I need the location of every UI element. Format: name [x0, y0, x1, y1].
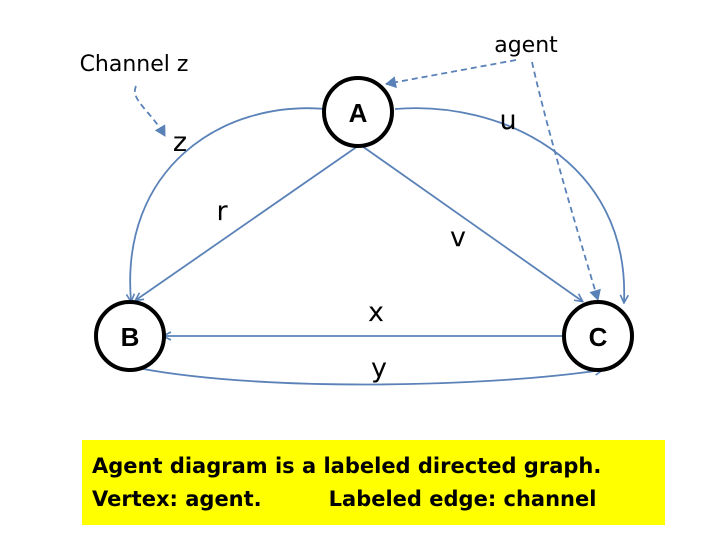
- edge-label-z: z: [173, 127, 187, 158]
- agent-pointer-a: [385, 59, 517, 89]
- edge-v: [361, 145, 582, 301]
- vertex-c-label: C: [589, 322, 608, 352]
- edge-z: [130, 107, 327, 301]
- edge-label-x: x: [368, 297, 384, 328]
- channel-z-pointer: [134, 85, 166, 137]
- edge-u: [394, 107, 624, 302]
- caption-vertex: Vertex: agent.: [92, 487, 262, 511]
- edge-label-v: v: [450, 222, 466, 253]
- caption-line-1: Agent diagram is a labeled directed grap…: [92, 454, 602, 478]
- edge-label-y: y: [371, 353, 387, 384]
- vertex-b: B: [94, 300, 166, 372]
- edge-y: [127, 365, 602, 386]
- caption-edge: Labeled edge: channel: [328, 487, 597, 511]
- edge-r: [136, 145, 359, 300]
- vertex-a: A: [322, 76, 394, 148]
- agent-annotation: agent: [494, 33, 558, 58]
- vertex-c: C: [562, 300, 634, 372]
- edge-label-r: r: [216, 196, 228, 227]
- agent-pointer-c: [531, 61, 601, 301]
- edge-label-u: u: [499, 105, 516, 136]
- caption-box: Agent diagram is a labeled directed grap…: [82, 440, 665, 525]
- vertex-b-label: B: [121, 322, 140, 352]
- caption-line-2: Vertex: agent. Labeled edge: channel: [92, 483, 665, 516]
- channel-z-annotation: Channel z: [80, 52, 189, 77]
- vertex-a-label: A: [349, 98, 368, 128]
